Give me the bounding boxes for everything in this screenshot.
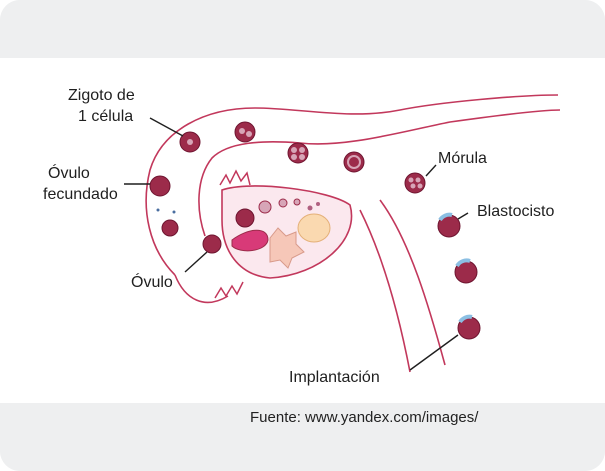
label-ovulo-fecundado-2: fecundado [43,186,118,203]
label-blastocisto: Blastocisto [477,203,554,220]
label-ovulo-fecundado-1: Óvulo [48,163,90,182]
ovary [215,171,352,298]
diagram-area: Zigoto de 1 célula Óvulo fecundado Óvulo… [0,58,605,403]
morula-cell [405,173,425,193]
cleavage-cells [235,122,364,172]
label-zigoto-1: Zigoto de [68,87,135,104]
label-morula: Mórula [438,150,487,167]
label-implantacion: Implantación [289,369,380,386]
label-ovulo: Óvulo [131,272,173,291]
header-band [0,0,605,58]
zygote-cell [180,132,200,152]
label-zigoto-2: 1 célula [78,108,133,125]
source-caption: Fuente: www.yandex.com/images/ [250,409,478,426]
fertilized-cells [150,176,178,236]
tube-outline [146,95,560,372]
blastocyst-cells [438,215,480,339]
reproduction-diagram: Zigoto de 1 célula Óvulo fecundado Óvulo… [0,58,605,403]
ovulo-cell [203,235,221,253]
